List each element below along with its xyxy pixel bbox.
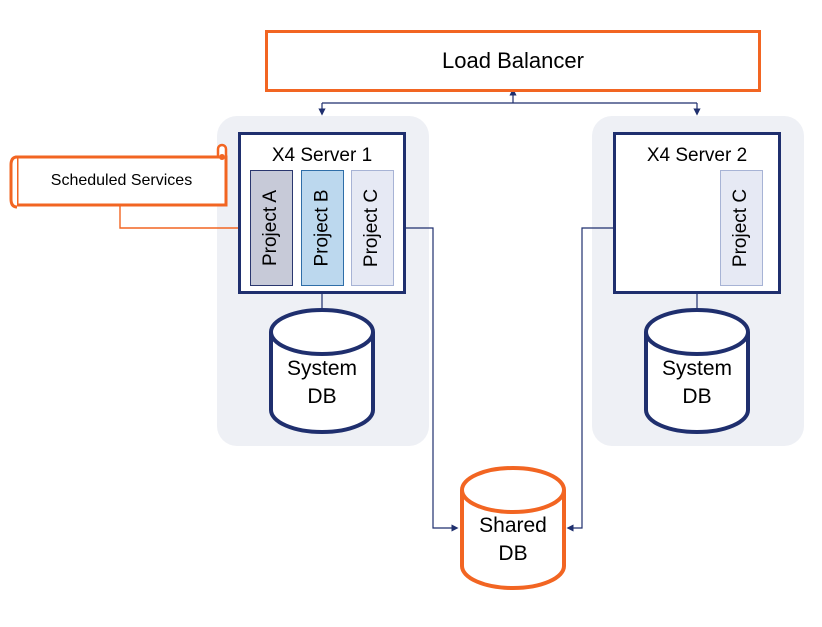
server-1-project-c: Project C — [351, 170, 394, 286]
system-db-1-cylinder — [269, 308, 375, 434]
shared-db-line2: DB — [498, 542, 528, 565]
shared-db-line1: Shared — [479, 514, 547, 537]
scroll-shape — [9, 143, 228, 209]
scheduled-services-label: Scheduled Services — [50, 172, 193, 189]
server-2-title: X4 Server 2 — [646, 145, 748, 166]
system-db-2-line2: DB — [682, 385, 712, 408]
shared-db-cylinder — [460, 466, 566, 590]
server1-project-c-shared-db-link — [394, 224, 459, 532]
project-c-label: Project C — [730, 188, 752, 268]
load-balancer-label: Load Balancer — [442, 48, 584, 73]
system-db-1-label: System DB — [271, 353, 373, 413]
system-db-1-line1: System — [286, 357, 357, 380]
server-1-project-a: Project A — [250, 170, 293, 286]
system-db-2-label: System DB — [646, 353, 748, 413]
project-a-label: Project A — [260, 189, 282, 267]
load-balancer: Load Balancer — [265, 30, 761, 92]
project-b-label: Project B — [311, 189, 333, 267]
system-db-2-line1: System — [661, 357, 732, 380]
shared-db-label: Shared DB — [462, 510, 564, 570]
scheduled-services-link — [119, 205, 249, 233]
project-c-label: Project C — [361, 188, 383, 268]
scheduled-services: Scheduled Services — [20, 160, 223, 202]
system-db-2-cylinder — [644, 308, 750, 434]
server-2-project-c: Project C — [720, 170, 763, 286]
server-1-title: X4 Server 1 — [271, 145, 373, 166]
system-db-1-line2: DB — [307, 385, 337, 408]
server-1-project-b: Project B — [301, 170, 344, 286]
